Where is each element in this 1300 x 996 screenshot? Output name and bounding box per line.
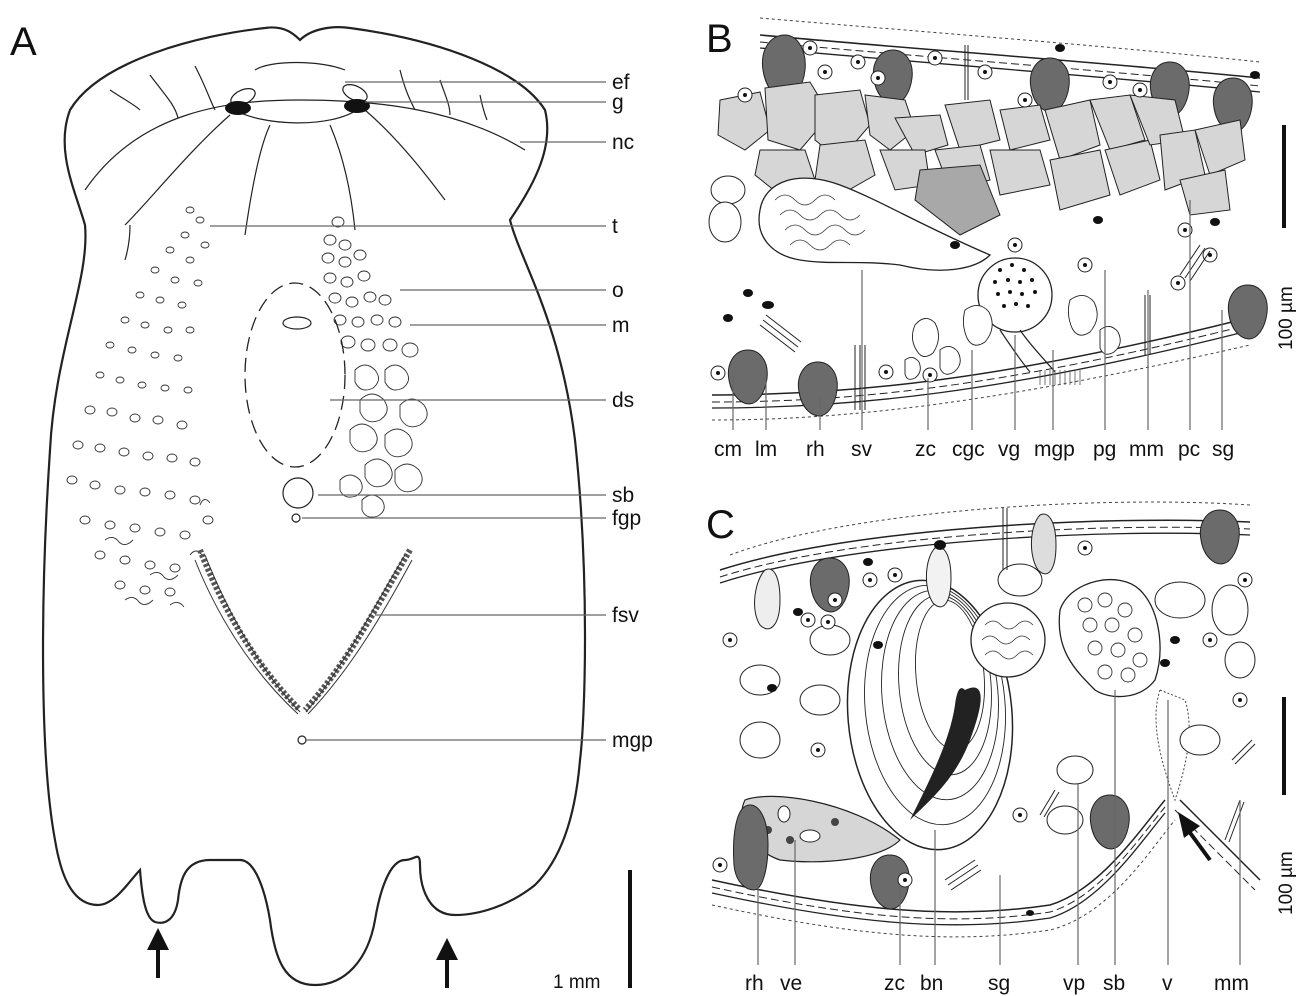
label-c-6: sb [1103,972,1125,995]
label-a-8: fgp [612,507,641,530]
false-seminal-vesicles [195,550,412,714]
scale-label-b: 100 µm [1276,286,1297,350]
label-c-2: zc [884,972,905,995]
label-b-3: sv [851,438,873,461]
label-c-1: ve [780,972,802,995]
label-a-7: sb [612,484,634,507]
testes-field [67,207,213,607]
label-a-4: o [612,279,624,302]
eye-left [225,101,251,115]
label-b-1: lm [755,438,777,461]
arrow-left [147,928,169,978]
label-b-2: rh [806,438,825,461]
head-fold [255,63,345,71]
dashed-sac [245,283,345,467]
label-a-1: g [612,91,624,114]
label-b-11: sg [1212,438,1234,461]
panel-b: B [706,17,1297,461]
label-a-3: t [612,215,618,238]
panel-a: A [10,20,653,993]
label-a-2: nc [612,131,634,154]
scale-label-a: 1 mm [553,972,601,993]
label-c-7: v [1162,972,1173,995]
label-a-6: ds [612,389,634,412]
label-c-5: vp [1063,972,1085,995]
seminal-bursa [283,478,313,508]
arrow-right [436,938,458,988]
label-b-7: mgp [1034,438,1075,461]
body-outline [43,27,585,985]
label-c-8: mm [1214,972,1249,995]
label-b-9: mm [1129,438,1164,461]
panel-a-letter: A [10,20,37,64]
label-c-4: sg [988,972,1010,995]
leader-lines-a [210,82,606,740]
label-c-0: rh [745,972,764,995]
label-b-5: cgc [952,438,985,461]
label-b-8: pg [1093,438,1116,461]
label-b-10: pc [1178,438,1200,461]
mouth [283,317,311,329]
panel-b-letter: B [706,17,733,61]
label-b-6: vg [998,438,1020,461]
cilia-b [1040,370,1080,385]
panel-c: C [706,502,1297,995]
nerve-cord-arc [85,100,525,190]
label-b-4: zc [915,438,936,461]
label-a-9: fsv [612,604,639,627]
seminal-bursa-c [1059,580,1160,697]
eye-right [344,99,370,113]
male-gonopore [298,736,306,744]
label-b-0: cm [714,438,742,461]
label-c-3: bn [920,972,943,995]
female-gonopore [292,514,300,522]
panel-c-letter: C [706,503,735,547]
ovary-field [322,217,427,517]
arrow-c [1178,812,1210,860]
brain-commissure [235,108,360,123]
label-a-10: mgp [612,729,653,752]
scale-label-c: 100 µm [1276,851,1297,915]
label-a-5: m [612,314,630,337]
